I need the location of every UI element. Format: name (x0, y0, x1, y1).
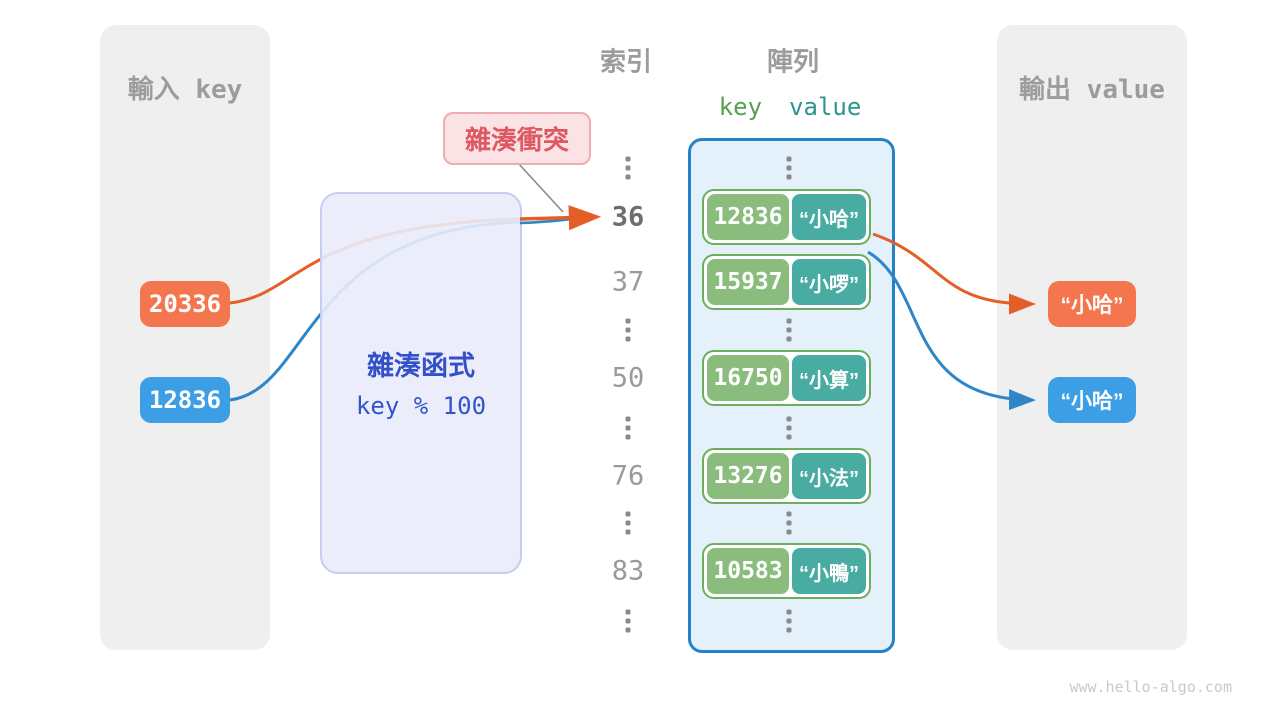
key-header-label: key (718, 93, 763, 121)
ellipsis (786, 425, 792, 431)
index-37: 37 (611, 266, 645, 298)
output-value-blue: “小哈” (1048, 377, 1136, 423)
array-pair-row: 16750 “小算” (702, 350, 871, 406)
pair-key: 15937 (707, 259, 789, 305)
input-panel-title: 輸入 key (127, 75, 243, 105)
hash-function-formula: key % 100 (355, 392, 487, 420)
pair-key: 12836 (707, 194, 789, 240)
index-column-header: 索引 (599, 47, 653, 78)
ellipsis (786, 618, 792, 624)
pair-value: “小法” (792, 453, 866, 499)
index-83: 83 (611, 555, 645, 587)
pair-key: 13276 (707, 453, 789, 499)
ellipsis (625, 520, 631, 526)
pair-value: “小啰” (792, 259, 866, 305)
array-column-header: 陣列 (766, 47, 820, 78)
input-key-12836: 12836 (140, 377, 230, 423)
collision-pointer-line (517, 162, 564, 213)
pair-value: “小算” (792, 355, 866, 401)
input-key-20336: 20336 (140, 281, 230, 327)
ellipsis (625, 425, 631, 431)
array-pair-row: 10583 “小鴨” (702, 543, 871, 599)
array-pair-row: 15937 “小啰” (702, 254, 871, 310)
pair-key: 10583 (707, 548, 789, 594)
pair-value: “小哈” (792, 194, 866, 240)
input-panel: 輸入 key (100, 25, 270, 650)
ellipsis (625, 618, 631, 624)
ellipsis (625, 327, 631, 333)
index-36: 36 (611, 201, 645, 233)
ellipsis (786, 520, 792, 526)
ellipsis (786, 165, 792, 171)
index-50: 50 (611, 362, 645, 394)
output-panel-title: 輸出 value (1019, 75, 1165, 105)
hash-function-title: 雜湊函式 (367, 351, 475, 381)
output-panel: 輸出 value (997, 25, 1187, 650)
index-76: 76 (611, 460, 645, 492)
array-pair-row: 12836 “小哈” (702, 189, 871, 245)
output-value-orange: “小哈” (1048, 281, 1136, 327)
key-value-header: key value (719, 93, 862, 121)
pair-key: 16750 (707, 355, 789, 401)
watermark: www.hello-algo.com (1069, 678, 1232, 696)
pair-value: “小鴨” (792, 548, 866, 594)
hash-function-box: 雜湊函式 key % 100 (320, 192, 522, 574)
array-pair-row: 13276 “小法” (702, 448, 871, 504)
ellipsis (786, 327, 792, 333)
collision-label: 雜湊衝突 (443, 112, 591, 165)
ellipsis (625, 165, 631, 171)
value-header-label: value (789, 93, 862, 121)
